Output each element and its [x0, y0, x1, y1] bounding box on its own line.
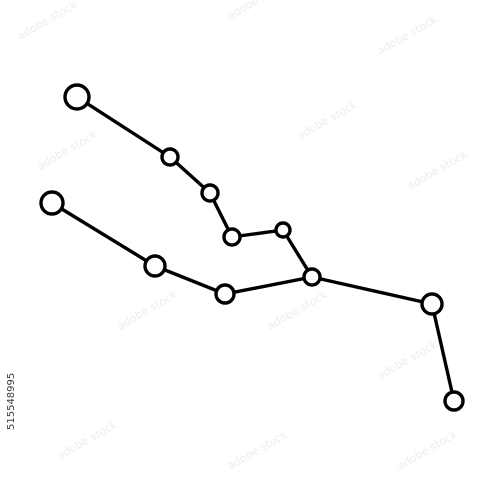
- star-node: [63, 83, 91, 111]
- constellation-line: [223, 275, 314, 296]
- star-node: [39, 190, 65, 216]
- constellation-lines: [50, 95, 456, 403]
- constellation-stars: [39, 83, 465, 412]
- watermark-mark: adobe stock: [225, 0, 290, 23]
- constellation-line: [153, 264, 227, 296]
- watermark-mark: adobe stock: [55, 418, 120, 463]
- star-node: [274, 221, 292, 239]
- star-node: [143, 254, 167, 278]
- watermark-mark: adobe stock: [375, 13, 440, 58]
- watermark-mark: adobe stock: [15, 0, 80, 43]
- constellation-line: [310, 275, 434, 306]
- star-node: [160, 147, 180, 167]
- star-node: [420, 292, 444, 316]
- star-node: [443, 390, 465, 412]
- watermark-mark: adobe stock: [375, 338, 440, 383]
- watermark-mark: adobe stock: [295, 98, 360, 143]
- watermark-mark: adobe stock: [225, 428, 290, 473]
- constellation-line: [75, 95, 172, 159]
- constellation-line: [430, 302, 456, 403]
- watermark-id: 515548995: [6, 373, 17, 430]
- watermark-mark: adobe stock: [115, 288, 180, 333]
- star-node: [214, 283, 236, 305]
- watermark-mark: adobe stock: [35, 128, 100, 173]
- star-node: [222, 227, 242, 247]
- watermark-mark: adobe stock: [405, 148, 470, 193]
- star-node: [302, 267, 322, 287]
- watermark-mark: adobe stock: [265, 288, 330, 333]
- star-node: [200, 183, 220, 203]
- constellation-line: [50, 201, 157, 268]
- watermark-mark: adobe stock: [395, 428, 460, 473]
